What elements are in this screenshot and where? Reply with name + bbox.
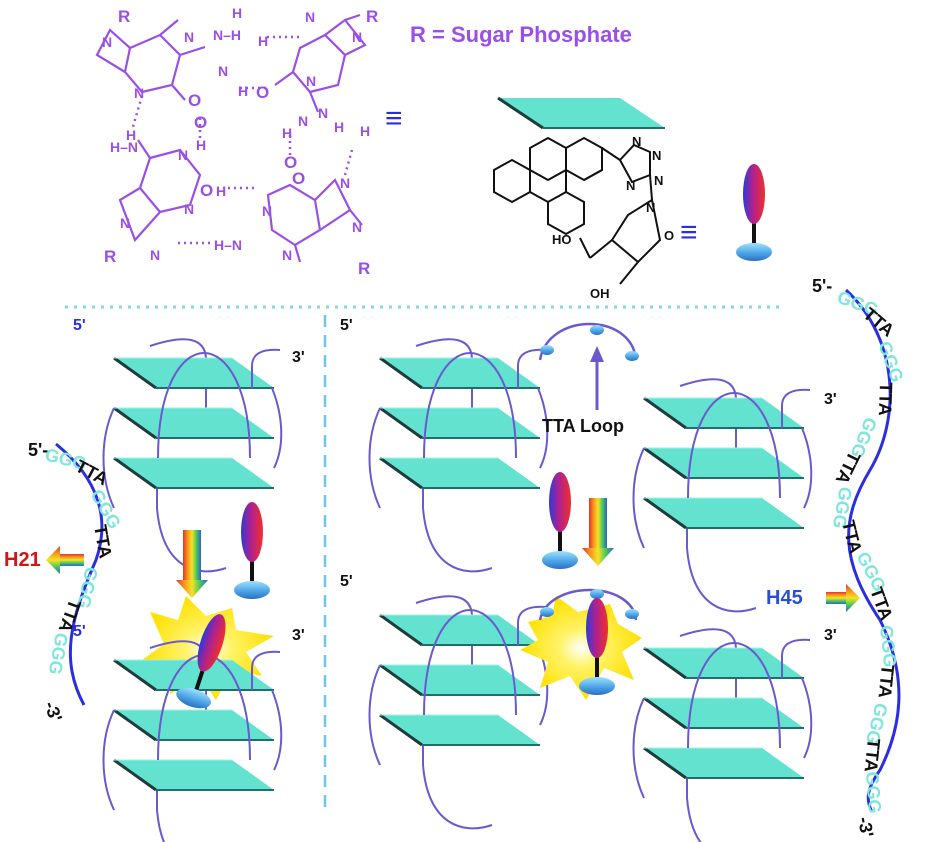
atom-label: N [306, 73, 316, 89]
h45-dimer-top [370, 322, 812, 611]
atom-label: O [200, 181, 213, 200]
h45-strand [844, 288, 901, 813]
probe-atom: N [652, 148, 661, 163]
atom-label: H [282, 125, 292, 141]
atom-label: H–N [214, 237, 242, 253]
probe-free [540, 470, 580, 571]
h45-segment: TTA [875, 664, 898, 700]
probe-symbol [734, 162, 774, 263]
h45-segment: TTA [875, 382, 896, 416]
h45-segment: TTA [861, 738, 884, 774]
atom-label: H [216, 183, 226, 199]
probe-free [232, 500, 272, 601]
equiv-quartet: ≡ [385, 102, 403, 135]
rainbow-arrow-right [826, 584, 860, 612]
probe-atom: HO [552, 232, 572, 247]
atom-label: H [238, 83, 248, 99]
probe-atom-labels: N N N N N O HO OH [552, 134, 674, 301]
three-prime-end: 3' [292, 627, 305, 644]
three-prime-end: 3' [292, 349, 305, 366]
fluorescence-flash [520, 596, 642, 700]
atom-label: N [184, 29, 194, 45]
probe-atom: N [626, 178, 635, 193]
h45-label: H45 [766, 587, 803, 609]
h45-segment: GGG [862, 771, 885, 814]
atom-label: N [318, 105, 328, 121]
h21-label: H21 [4, 549, 41, 571]
r-label: R [104, 247, 116, 266]
atom-label: N [184, 201, 194, 217]
r-label: R [118, 7, 130, 26]
h45-five-end: 5'- [812, 276, 832, 296]
quartet-labels: R R R R N N N N H N–H H H O O N N N N N … [102, 5, 378, 278]
hydrogen-bonds [130, 35, 354, 245]
atom-label: N [150, 247, 160, 263]
three-prime-end: 3' [824, 627, 837, 644]
probe-atom: N [632, 134, 641, 149]
five-prime-end: 5' [340, 573, 353, 590]
three-prime-end: 3' [824, 391, 837, 408]
atom-label: N [298, 113, 308, 129]
five-prime-end: 5' [73, 623, 86, 640]
r-label: R [366, 7, 378, 26]
atom-label: O [292, 169, 305, 188]
probe-atom: OH [590, 286, 610, 301]
atom-label: H–N [110, 139, 138, 155]
atom-label: N [282, 247, 292, 263]
atom-label: N [352, 219, 362, 235]
r-label: R [358, 259, 370, 278]
plate-symbol [497, 96, 665, 130]
h45-segment: TTA [832, 448, 865, 487]
h45-dimer-bound [370, 588, 812, 842]
atom-label: H [360, 123, 370, 139]
atom-label: H [258, 33, 268, 49]
pyrene-nucleoside-structure [493, 136, 662, 285]
atom-label: N [178, 147, 188, 163]
atom-label: O [284, 153, 297, 172]
h45-sequence: 5'- GGGTTAGGGTTAGGGTTAGGGTTAGGGTTAGGGTTA… [812, 276, 907, 839]
probe-atom: N [654, 173, 663, 188]
atom-label: H [334, 119, 344, 135]
atom-label: N–H [213, 27, 241, 43]
atom-label: N [262, 203, 272, 219]
h21-three-end: -3' [40, 699, 66, 725]
atom-label: N [102, 34, 112, 50]
atom-label: H [232, 5, 242, 21]
h45-segment: TTA [866, 585, 896, 623]
probe-atom: O [664, 228, 674, 243]
h21-strand [55, 442, 104, 706]
h45-segment: GGG [874, 339, 907, 385]
h45-segment: GGG [876, 624, 900, 668]
equiv-probe: ≡ [680, 216, 698, 249]
r-definition: R = Sugar Phosphate [410, 22, 632, 47]
atom-label: N [218, 63, 228, 79]
loop-pointer-arrow [590, 346, 604, 410]
atom-label: N [305, 9, 315, 25]
atom-label: N [120, 215, 130, 231]
h45-segment: TTA [838, 518, 866, 555]
probe-atom: N [646, 200, 655, 215]
h45-three-end: -3' [854, 815, 877, 838]
atom-label: O [188, 91, 201, 110]
rainbow-arrow-down [582, 498, 614, 566]
atom-label: N [134, 85, 144, 101]
atom-label: N [352, 29, 362, 45]
five-prime-end: 5' [340, 317, 353, 334]
h21-segment: GGG [45, 631, 72, 676]
atom-label: N [340, 175, 350, 191]
rainbow-arrow-left [46, 546, 84, 574]
atom-label: H [196, 137, 206, 153]
g-quartet-structure [95, 13, 367, 263]
atom-label: O [256, 83, 269, 102]
h21-five-end: 5'- [28, 440, 48, 460]
five-prime-end: 5' [73, 317, 86, 334]
atom-label: O [194, 113, 207, 132]
atom-label: H [126, 127, 136, 143]
tta-loop-label: TTA Loop [542, 416, 624, 436]
